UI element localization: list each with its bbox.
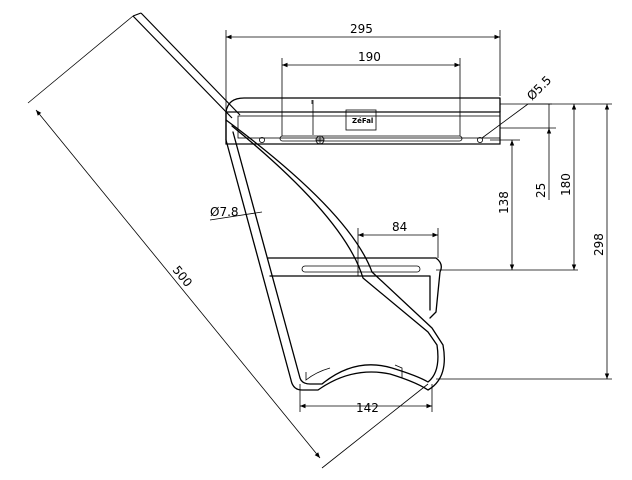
dim-vertical: 138 25 180 298: [436, 103, 612, 380]
dim-label-hole: Ø5.5: [524, 73, 554, 103]
top-platform: ZéFal: [225, 97, 501, 145]
dim-label-295: 295: [350, 22, 373, 36]
dim-label-190: 190: [358, 50, 381, 64]
dim-width-total: 295: [225, 22, 501, 110]
dim-label-84: 84: [392, 220, 407, 234]
dim-label-25: 25: [534, 183, 548, 198]
dim-label-500: 500: [170, 263, 195, 290]
dim-slot-width: 190: [281, 50, 461, 136]
dim-label-138: 138: [497, 191, 511, 214]
dim-label-298: 298: [592, 233, 606, 256]
strut-rod: [132, 12, 241, 119]
dim-label-tube: Ø7.8: [210, 205, 239, 219]
dim-tube-diameter: Ø7.8: [209, 205, 263, 221]
brand-logo: ZéFal: [352, 117, 373, 125]
rack-frame: [225, 119, 445, 391]
dim-lower-slot: 84: [357, 220, 439, 276]
dim-label-142: 142: [356, 401, 379, 415]
lower-bar: [267, 257, 442, 319]
dim-label-180: 180: [559, 173, 573, 196]
